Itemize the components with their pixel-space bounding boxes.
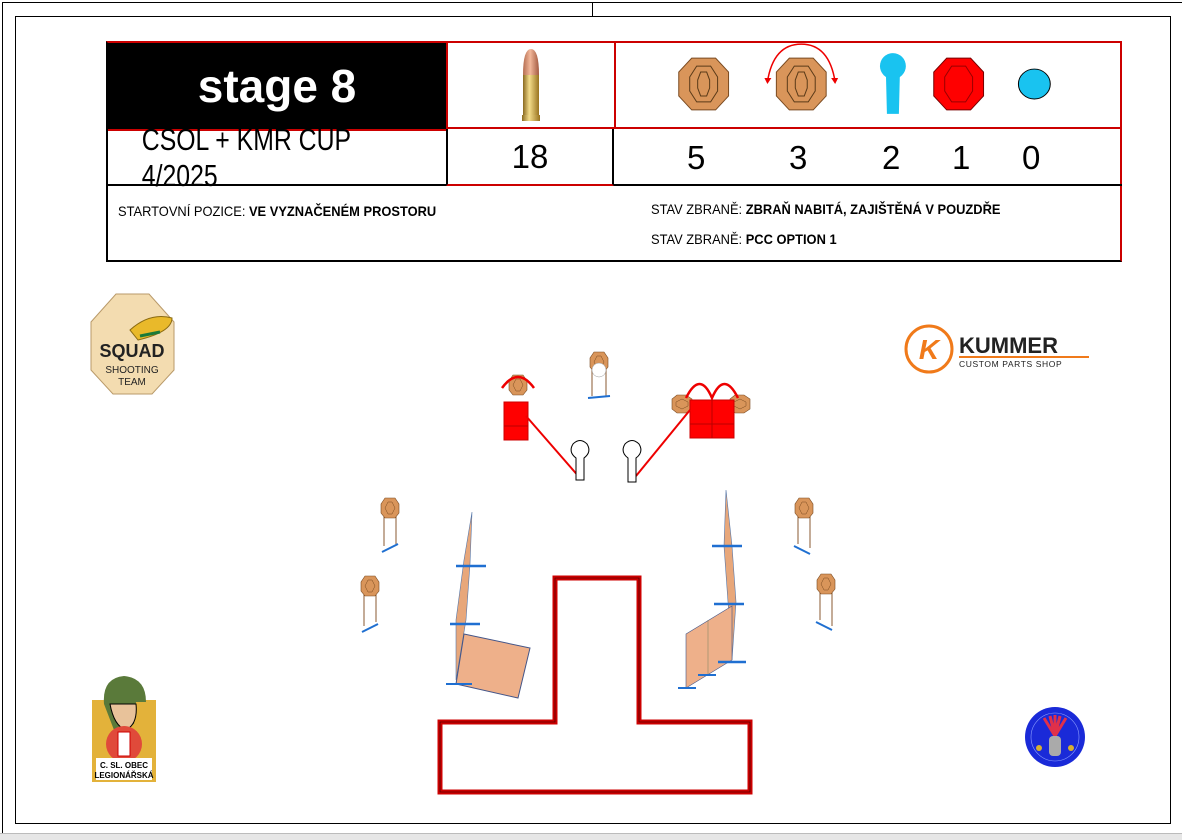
popper-right bbox=[622, 440, 642, 483]
pcc-state: STAV ZBRANĚ: PCC OPTION 1 bbox=[651, 231, 853, 247]
wall-left bbox=[446, 511, 531, 699]
squad-logo: SQUAD SHOOTING TEAM bbox=[90, 292, 175, 396]
plate-icon bbox=[1017, 68, 1051, 100]
svg-text:K: K bbox=[919, 334, 941, 365]
ammo-cell bbox=[446, 43, 614, 129]
legion-logo-line2: LEGIONÁŘSKÁ bbox=[94, 771, 153, 780]
legion-logo: C. SL. OBEC LEGIONÁŘSKÁ bbox=[88, 674, 160, 784]
kummer-logo: K KUMMER CUSTOM PARTS SHOP bbox=[903, 322, 1093, 378]
event-name-text: ČSOL + KMR CUP 4/2025 bbox=[141, 121, 351, 193]
no-shoot-count: 1 bbox=[952, 139, 971, 176]
target-types-cell bbox=[614, 43, 1122, 129]
kummer-logo-name: KUMMER bbox=[959, 333, 1058, 358]
paper-target-center bbox=[587, 351, 611, 399]
bottom-scroll-edge bbox=[0, 833, 1182, 840]
squad-logo-line2: SHOOTING bbox=[105, 365, 159, 376]
wall-right bbox=[678, 489, 746, 689]
target-counts-cell: 5 3 2 1 0 bbox=[614, 129, 1122, 186]
pistol-cartridge-icon bbox=[522, 49, 540, 121]
squad-logo-line3: TEAM bbox=[118, 377, 146, 388]
squad-logo-title: SQUAD bbox=[99, 341, 164, 361]
start-position-value: VE VYZNAČENÉM PROSTORU bbox=[248, 203, 437, 219]
paper-target-left-upper bbox=[380, 497, 400, 553]
stage-diagram bbox=[360, 351, 836, 795]
moving-target-left bbox=[500, 374, 581, 479]
moving-target-count: 3 bbox=[789, 139, 808, 176]
paper-target-right-lower bbox=[815, 573, 836, 631]
round-count: 18 bbox=[446, 129, 614, 186]
popper-left bbox=[570, 440, 590, 481]
start-position-label: STARTOVNÍ POZICE: bbox=[118, 203, 246, 219]
paper-target-count: 5 bbox=[687, 139, 706, 176]
gun-state-label: STAV ZBRANĚ: bbox=[651, 201, 743, 217]
gun-state-value: ZBRAŇ NABITÁ, ZAJIŠTĚNÁ V POUZDŘE bbox=[745, 201, 1001, 217]
no-shoot-target-icon bbox=[933, 57, 985, 111]
kummer-logo-tagline: CUSTOM PARTS SHOP bbox=[959, 359, 1062, 369]
paper-target-right-upper bbox=[793, 497, 814, 555]
pcc-state-value: PCC OPTION 1 bbox=[745, 231, 837, 247]
paper-target-left-lower bbox=[360, 575, 380, 633]
tab-divider bbox=[592, 2, 593, 16]
stage-header-table: stage 8 bbox=[106, 41, 1122, 262]
event-name: ČSOL + KMR CUP 4/2025 bbox=[108, 122, 446, 193]
page-border bbox=[15, 16, 1171, 824]
moving-targets-right bbox=[635, 382, 751, 477]
blue-seal-logo bbox=[1024, 706, 1086, 768]
popper-icon bbox=[879, 53, 906, 114]
pcc-state-label: STAV ZBRANĚ: bbox=[651, 231, 743, 247]
paper-target-icon bbox=[678, 57, 730, 111]
stage-title: stage 8 bbox=[108, 43, 446, 129]
start-position: STARTOVNÍ POZICE: VE VYZNAČENÉM PROSTORU bbox=[118, 203, 464, 219]
moving-paper-target-icon bbox=[764, 43, 839, 111]
gun-state: STAV ZBRANĚ: ZBRAŇ NABITÁ, ZAJIŠTĚNÁ V P… bbox=[651, 201, 1031, 217]
legion-logo-line1: C. SL. OBEC bbox=[100, 761, 148, 770]
popper-count: 2 bbox=[882, 139, 901, 176]
plate-count: 0 bbox=[1022, 139, 1041, 176]
